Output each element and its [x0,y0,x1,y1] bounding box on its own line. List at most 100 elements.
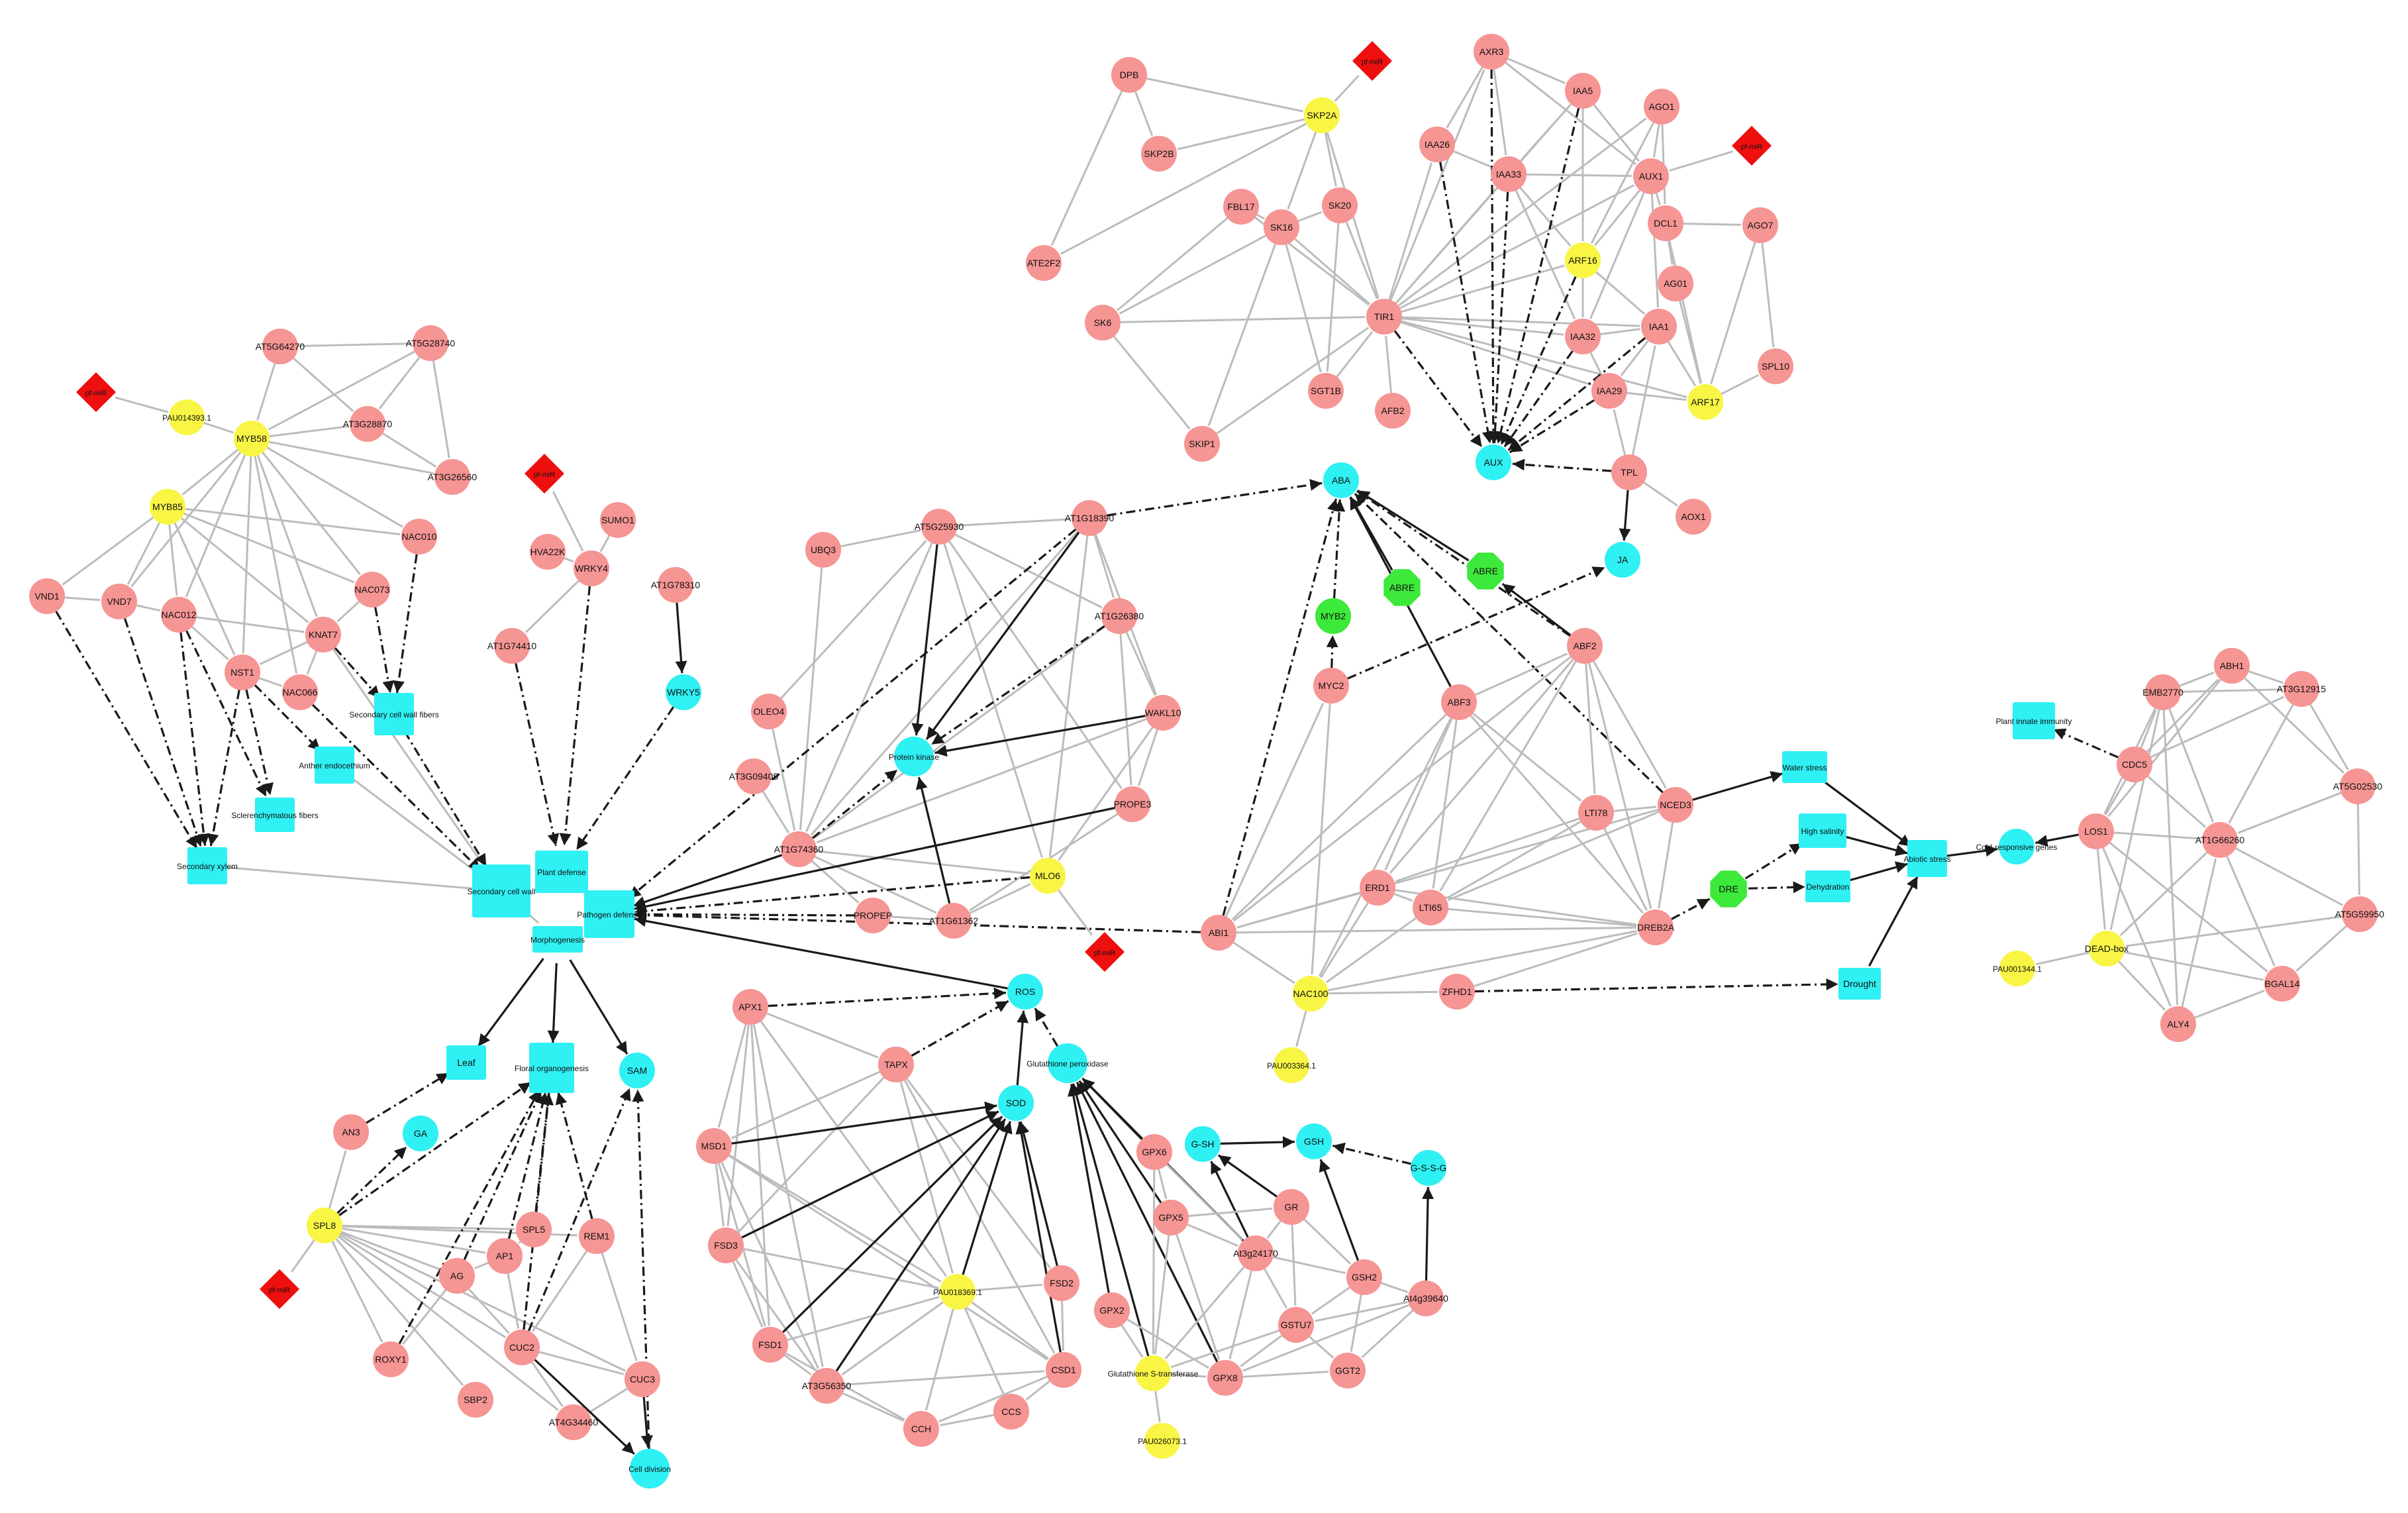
node-abh1-abh1[interactable]: ABH1 [2214,648,2250,684]
node-pau018369-1-pau18369[interactable]: PAU018369.1 [933,1274,982,1310]
node-skp2a-skp2a[interactable]: SKP2A [1304,97,1340,133]
node-spl10-spl10[interactable]: SPL10 [1758,348,1793,384]
node-nac066-nac066[interactable]: NAC066 [282,674,318,710]
node-wrky5-wrky5[interactable]: WRKY5 [666,674,701,710]
node-at1g74410-at1g74410[interactable]: AT1G74410 [487,628,537,664]
node-secondary-xylem-secxylem[interactable]: Secondary xylem [177,847,238,884]
node-pf-mir-pf6[interactable]: pf-miR [260,1269,299,1309]
node-pau026073-1-pau26073[interactable]: PAU026073.1 [1138,1423,1187,1459]
node-nac100-nac100[interactable]: NAC100 [1293,976,1329,1012]
node-abi1-abi1[interactable]: ABI1 [1201,915,1236,951]
node-at3g26560-at3g26560[interactable]: AT3G26560 [428,459,477,495]
node-fbl17-fbl17[interactable]: FBL17 [1223,189,1259,225]
node-bgal14-bgal14[interactable]: BGAL14 [2264,966,2300,1002]
node-ago7-ago7[interactable]: AGO7 [1742,207,1778,243]
node-myc2-myc2[interactable]: MYC2 [1313,668,1349,704]
node-arf16-arf16[interactable]: ARF16 [1565,242,1601,278]
node-at4g39640-at4g39640[interactable]: At4g39640 [1403,1280,1448,1316]
node-rem1-rem1[interactable]: REM1 [579,1218,615,1254]
node-ccs-ccs[interactable]: CCS [993,1394,1029,1430]
node-gpx6-gpx6[interactable]: GPX6 [1136,1134,1172,1170]
node-gpx5-gpx5[interactable]: GPX5 [1153,1200,1189,1235]
node-nac010-nac010[interactable]: NAC010 [401,519,437,554]
node-anther-endocethium-anther[interactable]: Anther endocethium [299,747,370,784]
node-wakl10-wakl10[interactable]: WAKL10 [1145,695,1181,731]
node-ggt2-ggt2[interactable]: GGT2 [1330,1353,1366,1388]
node-gsh-gsh[interactable]: GSH [1296,1123,1332,1159]
node-myb58-myb58[interactable]: MYB58 [234,421,270,456]
node-sod-sod[interactable]: SOD [998,1085,1034,1121]
node-propep-propep[interactable]: PROPEP [854,898,892,933]
node-dcl1-dcl1[interactable]: DCL1 [1648,205,1683,241]
node-plant-innate-immunity-plantimmun[interactable]: Plant innate immunity [1996,702,2072,739]
node-msd1-msd1[interactable]: MSD1 [696,1128,732,1164]
node-cch-cch[interactable]: CCH [903,1411,939,1447]
node-iaa33-iaa33[interactable]: IAA33 [1491,156,1527,192]
node-skp2b-skp2b[interactable]: SKP2B [1141,136,1177,172]
node-abre-abre1[interactable]: ABRE [1383,569,1421,606]
node-at1g61362-at1g61362[interactable]: AT1G61362 [929,903,979,939]
node-dehydration-dehydration[interactable]: Dehydration [1805,870,1850,902]
node-gpx8-gpx8[interactable]: GPX8 [1207,1360,1243,1396]
node-drought-drought[interactable]: Drought [1838,968,1881,1000]
node-ros-ros[interactable]: ROS [1007,974,1043,1010]
node-at4g34460-at4g34460[interactable]: AT4G34460 [549,1404,599,1440]
node-iaa1-iaa1[interactable]: IAA1 [1641,309,1677,344]
node-gstu7-gstu7[interactable]: GSTU7 [1278,1307,1314,1343]
node-tpl-tpl[interactable]: TPL [1611,454,1647,490]
node-at3g56350-at3g56350[interactable]: AT3G56350 [802,1368,852,1404]
node-at5g28740-at5g28740[interactable]: AT5G28740 [406,325,456,361]
node-ap1-ap1[interactable]: AP1 [487,1238,523,1274]
node-at5g02530-at5g02530[interactable]: AT5G02530 [2333,768,2383,804]
node-mlo6-mlo6[interactable]: MLO6 [1030,858,1066,894]
node-aux-aux[interactable]: AUX [1476,444,1511,480]
node-fsd1-fsd1[interactable]: FSD1 [752,1327,788,1363]
node-gsh2-gsh2[interactable]: GSH2 [1346,1259,1382,1295]
node-glutathione-peroxidase-glutpero[interactable]: Glutathione peroxidase [1027,1043,1109,1083]
node-plant-defense-plantdef[interactable]: Plant defense [535,851,588,893]
node-dpb-dpb[interactable]: DPB [1111,57,1147,93]
node-at1g78310-at1g78310[interactable]: AT1G78310 [651,567,701,603]
node-at5g25930-at5g25930[interactable]: AT5G25930 [915,509,964,545]
node-ubq3-ubq3[interactable]: UBQ3 [805,532,841,568]
node-abf2-abf2[interactable]: ABF2 [1567,628,1603,664]
node-cold-responsive-genes-coldresp[interactable]: Cold-responsive genes [1976,829,2058,864]
node-ate2f2-ate2f2[interactable]: ATE2F2 [1026,245,1062,281]
node-iaa32-iaa32[interactable]: IAA32 [1565,319,1601,354]
node-at1g18390-at1g18390[interactable]: AT1G18390 [1065,500,1115,536]
node-leaf-leaf[interactable]: Leaf [446,1045,486,1080]
node-csd1-csd1[interactable]: CSD1 [1046,1352,1081,1388]
node-afb2-afb2[interactable]: AFB2 [1375,393,1411,429]
node-tir1-tir1[interactable]: TIR1 [1366,299,1402,335]
node-abf3-abf3[interactable]: ABF3 [1441,684,1477,720]
node-erd1-erd1[interactable]: ERD1 [1360,870,1395,906]
node-at3g12915-at3g12915[interactable]: AT3G12915 [2277,671,2327,707]
node-nced3-nced3[interactable]: NCED3 [1658,787,1693,823]
node-sbp2-sbp2[interactable]: SBP2 [458,1382,493,1418]
node-vnd7-vnd7[interactable]: VND7 [101,584,137,619]
node-roxy1-roxy1[interactable]: ROXY1 [373,1341,409,1377]
node-fsd2-fsd2[interactable]: FSD2 [1044,1265,1079,1301]
node-dreb2a-dreb2a[interactable]: DREB2A [1637,910,1675,945]
node-lti65-lti65[interactable]: LTI65 [1413,890,1448,925]
node-pathogen-defense-pathogen[interactable]: Pathogen defense [577,890,642,938]
node-at5g59950-at5g59950[interactable]: AT5G59950 [2335,896,2385,932]
node-arf17-arf17[interactable]: ARF17 [1687,384,1723,420]
node-cuc3-cuc3[interactable]: CUC3 [625,1361,660,1397]
node-at1g66260-at1g66260[interactable]: AT1G66260 [2195,822,2245,858]
node-lti78-lti78[interactable]: LTI78 [1578,795,1614,831]
node-ag-ag[interactable]: AG [439,1258,475,1294]
node-pau003364-1-pau3364[interactable]: PAU003364.1 [1267,1047,1316,1083]
node-nac012-nac012[interactable]: NAC012 [161,597,197,633]
node-tapx-tapx[interactable]: TAPX [878,1047,914,1082]
node-sk20-sk20[interactable]: SK20 [1322,187,1358,223]
node-secondary-cell-wall-seccellwall[interactable]: Secondary cell wall [468,864,536,917]
node-aox1-aox1[interactable]: AOX1 [1676,499,1711,535]
node-sumo1-sumo1[interactable]: SUMO1 [600,502,636,538]
node-secondary-cell-wall-fibers-secfibers[interactable]: Secondary cell wall fibers [349,693,439,735]
node-g-sh-gsh_g[interactable]: G-SH [1185,1126,1221,1162]
node-apx1-apx1[interactable]: APX1 [732,989,768,1025]
node-spl8-spl8[interactable]: SPL8 [307,1208,342,1243]
node-sclerenchymatous-fibers-scleren[interactable]: Sclerenchymatous fibers [231,798,319,832]
node-floral-organogenesis-floral[interactable]: Floral organogenesis [515,1043,589,1093]
